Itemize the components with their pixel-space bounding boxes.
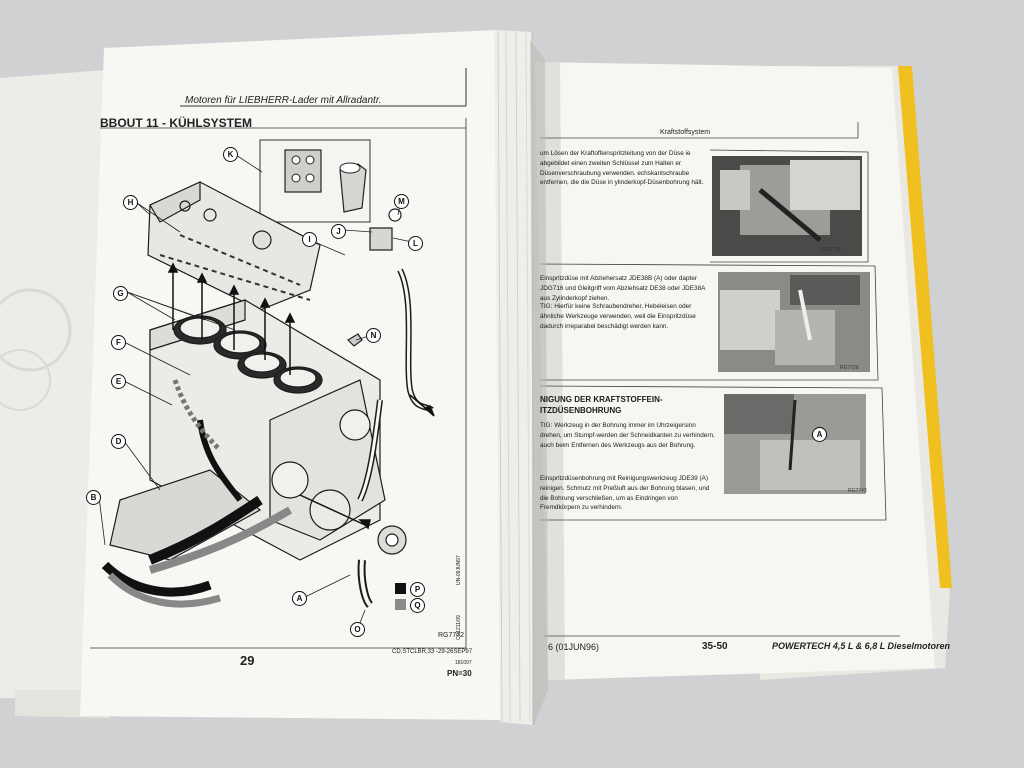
- callout-m: M: [394, 194, 409, 209]
- caution-block-2: TIG: Werkzeug in der Bohrung immer im Uh…: [540, 422, 715, 449]
- instruction-block-3: Einspritzdüsenbohrung mit Reinigungswerk…: [540, 475, 710, 512]
- pn-code: PN=30: [447, 669, 472, 678]
- photo-ref-3: RG7743: [848, 488, 867, 494]
- right-page-number: 35-50: [702, 641, 728, 652]
- date-code: 181097: [455, 660, 472, 666]
- callout-e: E: [111, 374, 126, 389]
- coolant-paths: [101, 234, 311, 608]
- photo-ref-2: RG7726: [840, 365, 859, 371]
- side-code-2: CD1211/09: [456, 615, 462, 640]
- instruction-block-1: um Lösen der Kraftoffeinspritzleitung vo…: [540, 150, 704, 187]
- callout-o: O: [350, 622, 365, 637]
- figure-ref: RG7772: [438, 632, 465, 639]
- left-under-page: [0, 70, 105, 700]
- caution-block-1: TIG: Hierfür keine Schraubendreher, Hebe…: [540, 303, 696, 330]
- callout-i: I: [302, 232, 317, 247]
- right-running-header: Kraftstoffsystem: [660, 129, 711, 136]
- photo-ref-1: RG7725: [822, 247, 841, 253]
- side-code-1: UN-09JUN97: [456, 555, 462, 585]
- legend-black-square: [395, 583, 406, 594]
- flow-arrows: [167, 262, 435, 530]
- subsection-heading: NIGUNG DER KRAFTSTOFFEIN-ITZDÜSENBOHRUNG: [540, 395, 663, 415]
- right-page-frames: [539, 122, 900, 637]
- photo-callout-a: A: [812, 427, 827, 442]
- callout-d: D: [111, 434, 126, 449]
- callout-p: P: [410, 582, 425, 597]
- callout-b: B: [86, 490, 101, 505]
- engine-diagram: [109, 181, 434, 608]
- page-stack: [494, 30, 532, 725]
- doc-ref: CD,STCLBR,33 -29-26SEP97: [392, 649, 473, 655]
- callout-n: N: [366, 328, 381, 343]
- legend-grey-square: [395, 599, 406, 610]
- callout-f: F: [111, 335, 126, 350]
- left-running-header: Motoren für LIEBHERR-Lader mit Allradant…: [185, 95, 382, 106]
- callout-a: A: [292, 591, 307, 606]
- callout-g: G: [113, 286, 128, 301]
- callout-h: H: [123, 195, 138, 210]
- callout-k: K: [223, 147, 238, 162]
- left-page-number: 29: [240, 653, 255, 668]
- callout-j: J: [331, 224, 346, 239]
- yellow-edge: [898, 66, 952, 588]
- right-page-photos: [712, 156, 870, 494]
- right-footer-brand: POWERTECH 4,5 L & 6,8 L Dieselmotoren: [772, 641, 951, 651]
- callout-l: L: [408, 236, 423, 251]
- callout-q: Q: [410, 598, 425, 613]
- instruction-block-2: Einspritzdüse mit Abziehersatz JDE38B (A…: [540, 275, 706, 302]
- section-title: BBOUT 11 - KÜHLSYSTEM: [100, 116, 253, 130]
- right-footer-left: 6 (01JUN96): [548, 642, 600, 652]
